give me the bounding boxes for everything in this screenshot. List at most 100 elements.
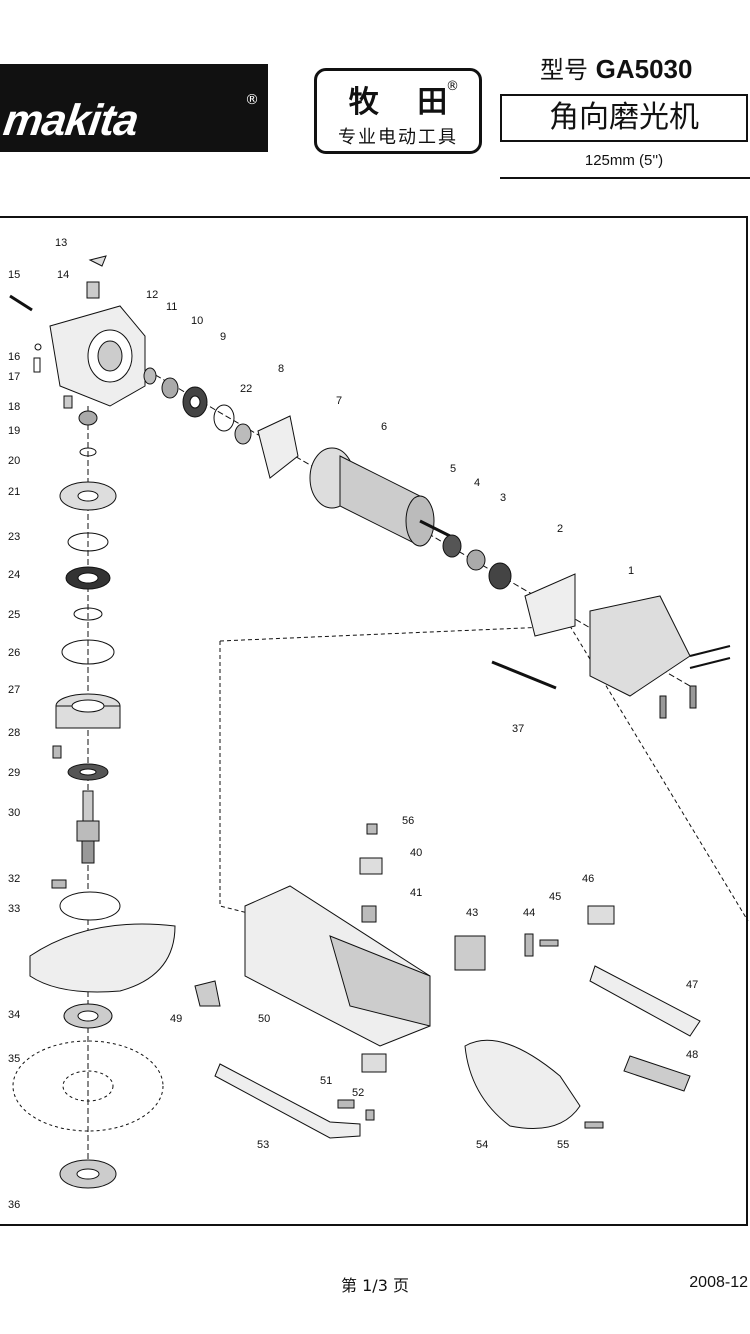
revision-date: 2008-12 <box>689 1274 748 1291</box>
part-label-2: 2 <box>557 523 563 535</box>
field-1 <box>589 595 731 719</box>
part-label-45: 45 <box>549 891 561 903</box>
screw-55 <box>584 1121 604 1129</box>
part-label-9: 9 <box>220 331 226 343</box>
part-label-49: 49 <box>170 1013 182 1025</box>
makita-logo-text: makita <box>0 96 141 145</box>
part-label-56: 56 <box>402 815 414 827</box>
part-20-ring <box>79 447 97 457</box>
part-12 <box>143 367 157 385</box>
part-label-4: 4 <box>474 477 480 489</box>
part-label-14: 14 <box>57 269 69 281</box>
model-code: GA5030 <box>595 54 693 84</box>
screw-56 <box>366 823 378 835</box>
registered-mark: ® <box>245 92 259 108</box>
part-label-54: 54 <box>476 1139 488 1151</box>
button-49 <box>194 980 221 1007</box>
part-label-52: 52 <box>352 1087 364 1099</box>
spindle-32 <box>76 790 100 864</box>
brand-chinese-name: 牧 田 <box>348 85 462 120</box>
part-label-24: 24 <box>8 569 20 581</box>
part-label-36: 36 <box>8 1199 20 1211</box>
part-label-22: 22 <box>240 383 252 395</box>
part-label-50: 50 <box>258 1013 270 1025</box>
brush-holder-40 <box>359 857 383 875</box>
part-17 <box>33 357 41 373</box>
part-20 <box>78 410 98 426</box>
part-label-15: 15 <box>8 269 20 281</box>
part-label-53: 53 <box>257 1139 269 1151</box>
part-label-3: 3 <box>500 492 506 504</box>
part-label-35: 35 <box>8 1053 20 1065</box>
brand-registered-mark: ® <box>446 79 459 94</box>
part-44 <box>524 933 534 957</box>
part-label-7: 7 <box>336 395 342 407</box>
part-label-29: 29 <box>8 767 20 779</box>
wheel-guard-34 <box>29 891 176 993</box>
part-label-17: 17 <box>8 371 20 383</box>
noise-suppressor-46 <box>587 905 615 925</box>
part-11 <box>161 377 179 399</box>
part-label-11: 11 <box>166 301 177 313</box>
assembly-outline-left <box>219 641 261 917</box>
divider <box>500 177 750 179</box>
part-label-21: 21 <box>8 486 20 498</box>
brand-subtitle: 专业电动工具 <box>338 127 458 148</box>
brush-holder-51 <box>361 1053 387 1073</box>
part-label-23: 23 <box>8 531 20 543</box>
part-16 <box>34 343 42 351</box>
part-label-47: 47 <box>686 979 698 991</box>
part-14 <box>86 281 100 299</box>
part-label-19: 19 <box>8 425 20 437</box>
part-4 <box>466 549 486 571</box>
page-number: 第 1/3 页 <box>341 1276 409 1295</box>
diagram-frame <box>0 216 748 1226</box>
switch-43 <box>454 935 486 971</box>
bearing-box-28 <box>55 693 121 729</box>
part-label-26: 26 <box>8 647 20 659</box>
switch-lever-53 <box>214 1063 361 1139</box>
part-label-41: 41 <box>410 887 422 899</box>
part-label-51: 51 <box>320 1075 332 1087</box>
part-label-32: 32 <box>8 873 20 885</box>
exploded-parts-diagram: 1234567891011121314151617181920212223242… <box>8 237 749 1211</box>
cord-48 <box>623 1055 691 1092</box>
carbon-brush-41 <box>361 905 377 923</box>
part-label-25: 25 <box>8 609 20 621</box>
part-label-34: 34 <box>8 1009 20 1021</box>
part-label-43: 43 <box>466 907 478 919</box>
armature-6 <box>309 447 451 547</box>
part-label-18: 18 <box>8 401 20 413</box>
part-22 <box>234 423 252 445</box>
part-label-44: 44 <box>523 907 535 919</box>
part-label-55: 55 <box>557 1139 569 1151</box>
grinding-wheel <box>12 1040 164 1132</box>
makita-logo <box>0 64 268 152</box>
part-label-48: 48 <box>686 1049 698 1061</box>
part-label-6: 6 <box>381 421 387 433</box>
motor-housing-50 <box>244 885 431 1047</box>
part-label-13: 13 <box>55 237 67 249</box>
spring-52 <box>337 1099 355 1109</box>
o-ring-26 <box>61 639 115 665</box>
part-label-40: 40 <box>410 847 422 859</box>
screw-37 <box>491 660 557 690</box>
part-label-30: 30 <box>8 807 20 819</box>
product-title: 角向磨光机 <box>500 94 748 142</box>
part-label-5: 5 <box>450 463 456 475</box>
part-15 <box>9 294 33 312</box>
baffle-2 <box>524 573 576 637</box>
screw-45 <box>539 939 559 947</box>
bearing-5 <box>442 534 462 558</box>
ring-9 <box>213 404 235 432</box>
strain-relief-47 <box>589 965 701 1037</box>
part-label-20: 20 <box>8 455 20 467</box>
baffle-plate-8 <box>257 415 299 479</box>
retaining-ring-23 <box>67 532 109 552</box>
washer-25 <box>73 607 103 621</box>
part-label-12: 12 <box>146 289 158 301</box>
bearing-3 <box>488 562 512 590</box>
product-size: 125mm (5'') <box>584 152 664 169</box>
part-label-46: 46 <box>582 873 594 885</box>
part-label-33: 33 <box>8 903 20 915</box>
